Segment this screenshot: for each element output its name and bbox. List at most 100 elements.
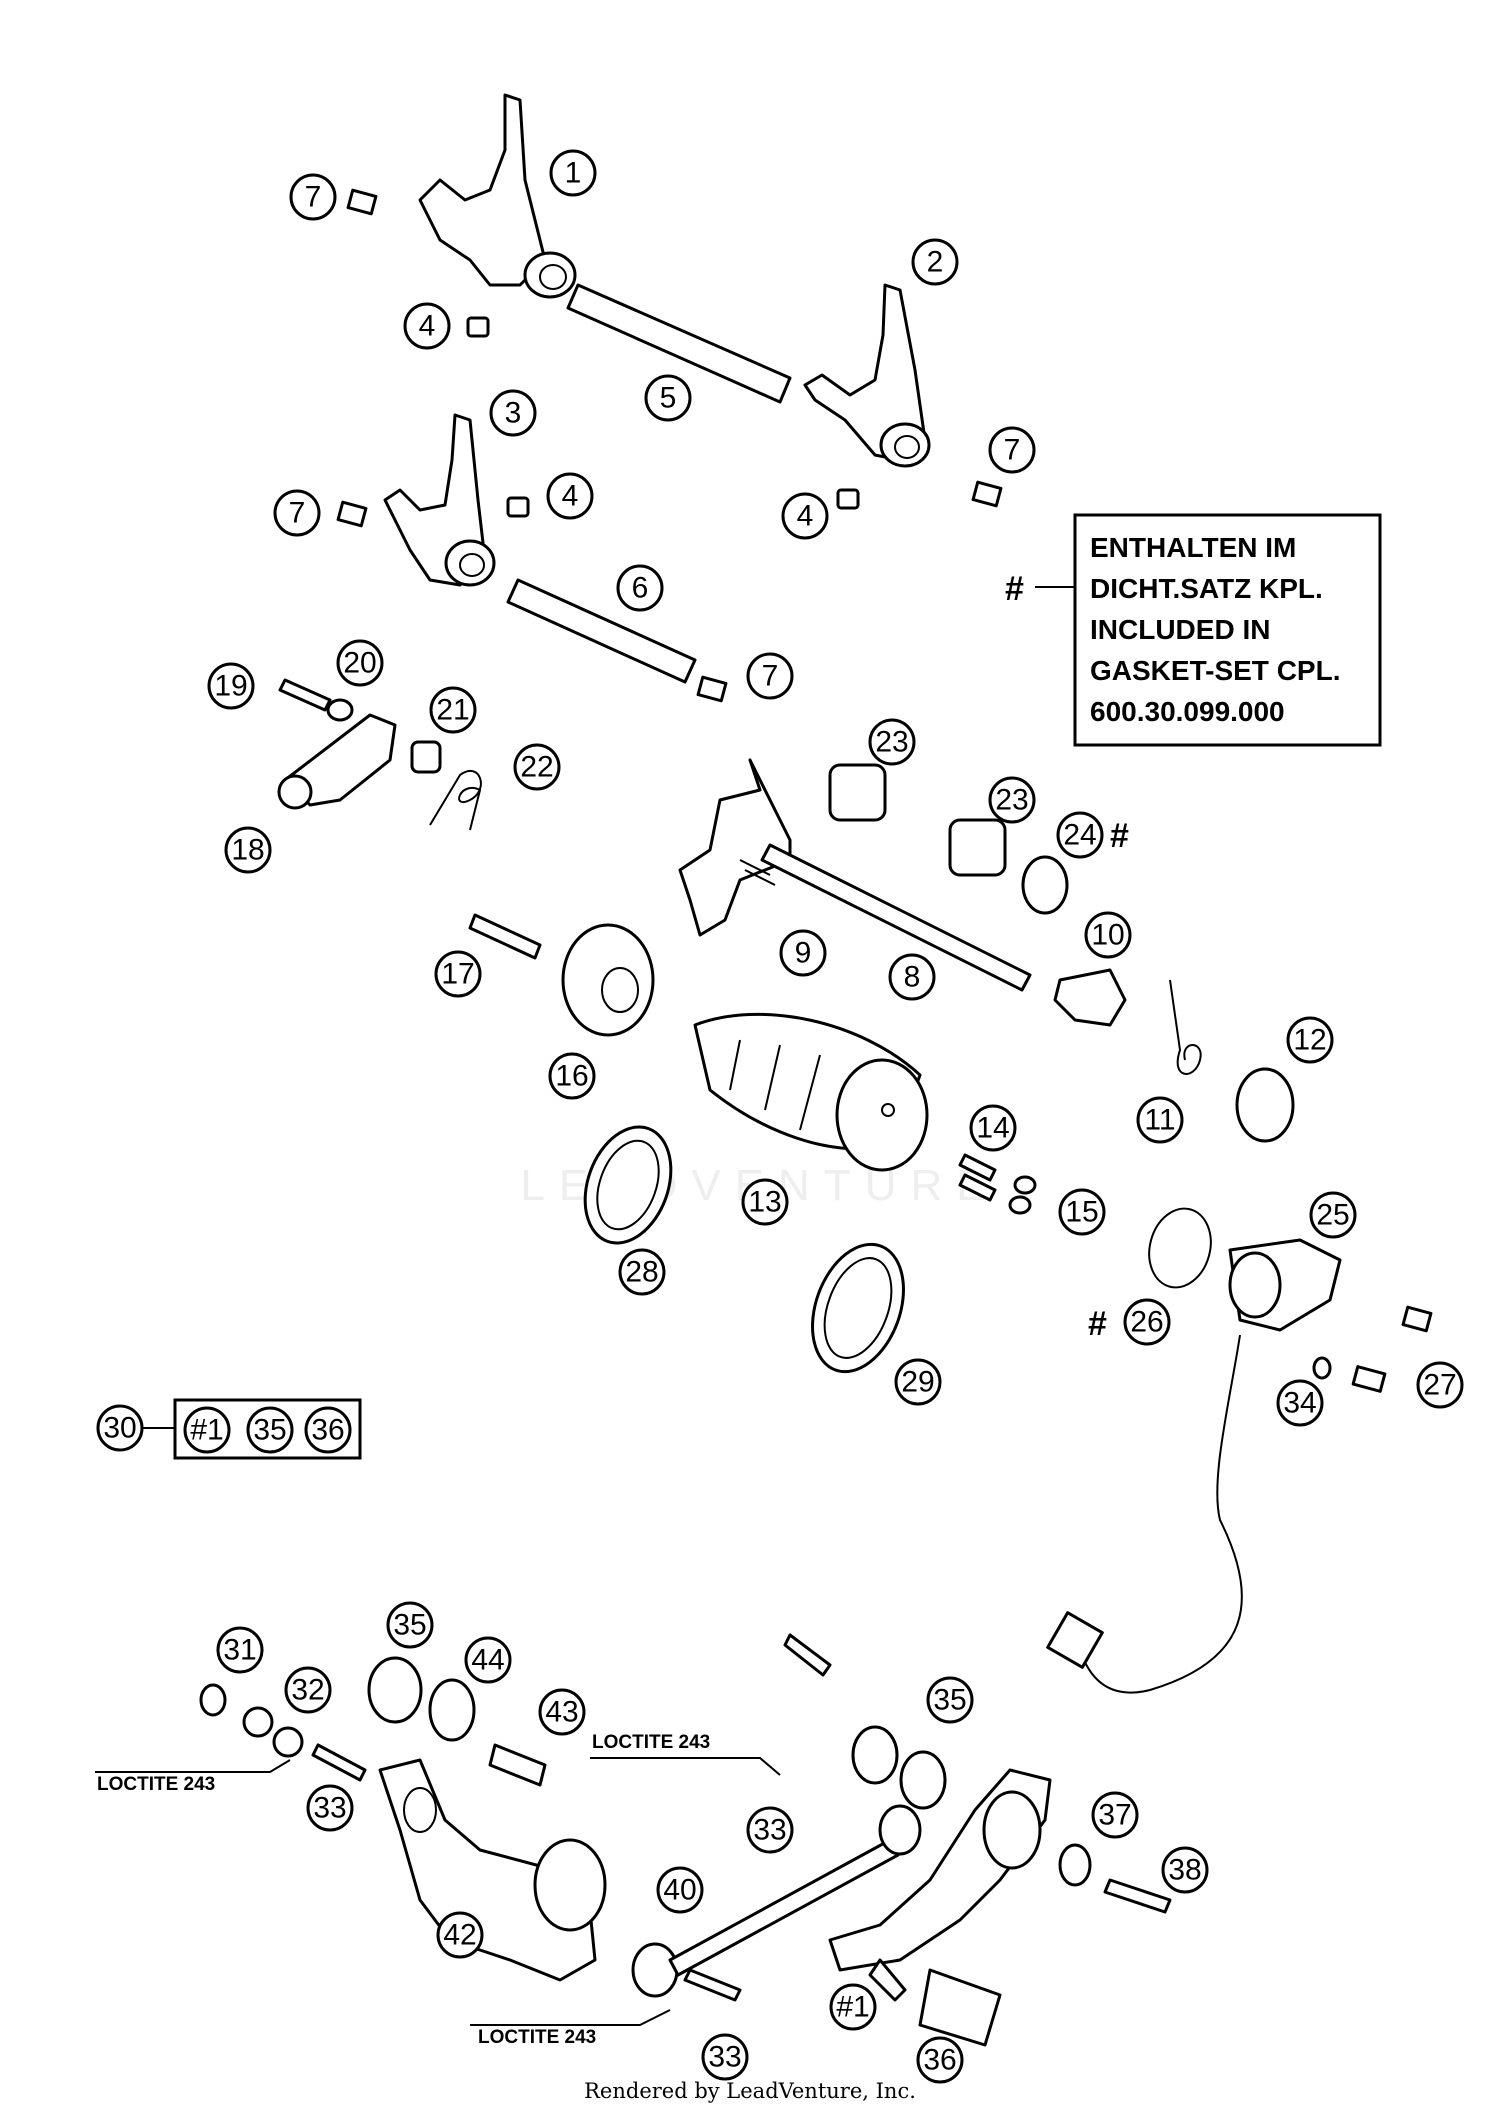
note-line-2: DICHT.SATZ KPL. — [1090, 573, 1323, 604]
hash-mark-24: # — [1110, 817, 1129, 855]
shift-fork-3 — [383, 413, 496, 587]
svg-text:#1: #1 — [190, 1414, 223, 1447]
washer-12 — [1235, 1067, 1295, 1143]
callout-30: 30 — [96, 1404, 144, 1452]
callout-22: 22 — [513, 743, 561, 791]
shift-lever-42 — [378, 1758, 607, 1982]
bearing-23b — [948, 818, 1007, 877]
kit-item-35: 35 — [246, 1406, 294, 1454]
bearing-28 — [583, 1125, 673, 1245]
bearing-29 — [811, 1242, 905, 1374]
svg-text:20: 20 — [343, 647, 376, 680]
svg-text:43: 43 — [545, 1696, 578, 1729]
bearing-23a — [828, 763, 887, 822]
o-ring-26 — [1148, 1207, 1212, 1289]
callout-16: 16 — [548, 1052, 596, 1100]
callout-18: 18 — [224, 826, 272, 874]
callout-1: 1 — [549, 149, 597, 197]
svg-text:12: 12 — [1293, 1024, 1326, 1057]
svg-text:8: 8 — [904, 961, 921, 994]
svg-text:7: 7 — [1004, 434, 1021, 467]
screw-27b — [1351, 1365, 1387, 1393]
svg-text:33: 33 — [753, 1814, 786, 1847]
bushing-21 — [410, 740, 442, 774]
svg-text:27: 27 — [1423, 1369, 1456, 1402]
callout-28: 28 — [618, 1248, 666, 1296]
callout-8: 8 — [888, 953, 936, 1001]
rollers-4 — [466, 316, 860, 518]
svg-text:19: 19 — [214, 670, 247, 703]
kit-item-1: #1 — [183, 1406, 231, 1454]
pin-15 — [1013, 1175, 1037, 1195]
shift-rail-6 — [506, 578, 697, 684]
washer-31 — [199, 1683, 227, 1717]
callout-1b: #1 — [829, 1983, 877, 2031]
loctite-leader-1 — [95, 1759, 291, 1773]
gasket-set-note: ENTHALTEN IM DICHT.SATZ KPL. INCLUDED IN… — [1073, 513, 1382, 747]
spring-14 — [958, 1153, 997, 1182]
callout-13: 13 — [741, 1178, 789, 1226]
svg-text:7: 7 — [289, 497, 306, 530]
shift-shaft-8 — [678, 758, 1032, 992]
svg-text:6: 6 — [632, 572, 649, 605]
svg-text:31: 31 — [223, 1634, 256, 1667]
shift-pedal-1 — [828, 1768, 1052, 2002]
svg-text:18: 18 — [231, 834, 264, 867]
bushing-35c — [899, 1750, 947, 1810]
shift-fork-2 — [803, 283, 931, 468]
svg-text:17: 17 — [441, 958, 474, 991]
pivot-bolt-43 — [488, 1743, 547, 1787]
callout-11: 11 — [1136, 1096, 1184, 1144]
bearing-44 — [428, 1678, 476, 1742]
svg-text:33: 33 — [708, 2041, 741, 2074]
callout-12: 12 — [1286, 1016, 1334, 1064]
parts-artwork — [95, 93, 1433, 2047]
bolt-33b — [783, 1633, 832, 1677]
callout-4a: 4 — [403, 302, 451, 350]
svg-text:24: 24 — [1063, 819, 1096, 852]
callout-35b: 35 — [926, 1676, 974, 1724]
pin-15b — [1008, 1195, 1032, 1215]
callout-2: 2 — [911, 238, 959, 286]
svg-text:16: 16 — [555, 1060, 588, 1093]
svg-text:28: 28 — [625, 1256, 658, 1289]
callout-33c: 33 — [701, 2033, 749, 2081]
linkage-rod-40 — [631, 1804, 922, 1998]
svg-text:26: 26 — [1130, 1306, 1163, 1339]
svg-text:3: 3 — [505, 397, 522, 430]
svg-text:23: 23 — [875, 726, 908, 759]
lock-washer-32b — [272, 1726, 304, 1758]
svg-text:1: 1 — [565, 157, 582, 190]
callout-34: 34 — [1276, 1379, 1324, 1427]
callout-20: 20 — [336, 639, 384, 687]
callout-15: 15 — [1058, 1188, 1106, 1236]
spring-14b — [958, 1173, 997, 1202]
callout-23a: 23 — [868, 718, 916, 766]
bolt-33c — [683, 1968, 742, 2002]
svg-text:7: 7 — [305, 181, 322, 214]
svg-text:42: 42 — [443, 1919, 476, 1952]
callout-42: 42 — [436, 1911, 484, 1959]
svg-text:34: 34 — [1283, 1387, 1316, 1420]
callout-35a: 35 — [386, 1601, 434, 1649]
callout-layer: 1 2 3 4 4 4 5 6 7 7 7 7 8 9 10 11 12 13 … — [96, 149, 1464, 2084]
washer-20 — [326, 698, 354, 722]
svg-text:15: 15 — [1065, 1196, 1098, 1229]
loctite-leader-2 — [590, 1757, 781, 1776]
kit-item-36: 36 — [304, 1406, 352, 1454]
seal-24 — [1021, 855, 1069, 915]
callout-9: 9 — [779, 929, 827, 977]
callout-14: 14 — [969, 1104, 1017, 1152]
bushing-35a — [367, 1656, 423, 1724]
svg-text:14: 14 — [976, 1112, 1009, 1145]
gear-sensor-25 — [1046, 1238, 1342, 1694]
svg-text:11: 11 — [1144, 1104, 1175, 1137]
callout-3: 3 — [489, 389, 537, 437]
callout-7c: 7 — [273, 489, 321, 537]
shift-fork-1 — [418, 93, 577, 299]
washer-37 — [1058, 1843, 1092, 1887]
lock-washer-32a — [242, 1706, 274, 1738]
svg-text:35: 35 — [933, 1684, 966, 1717]
callout-23b: 23 — [988, 776, 1036, 824]
